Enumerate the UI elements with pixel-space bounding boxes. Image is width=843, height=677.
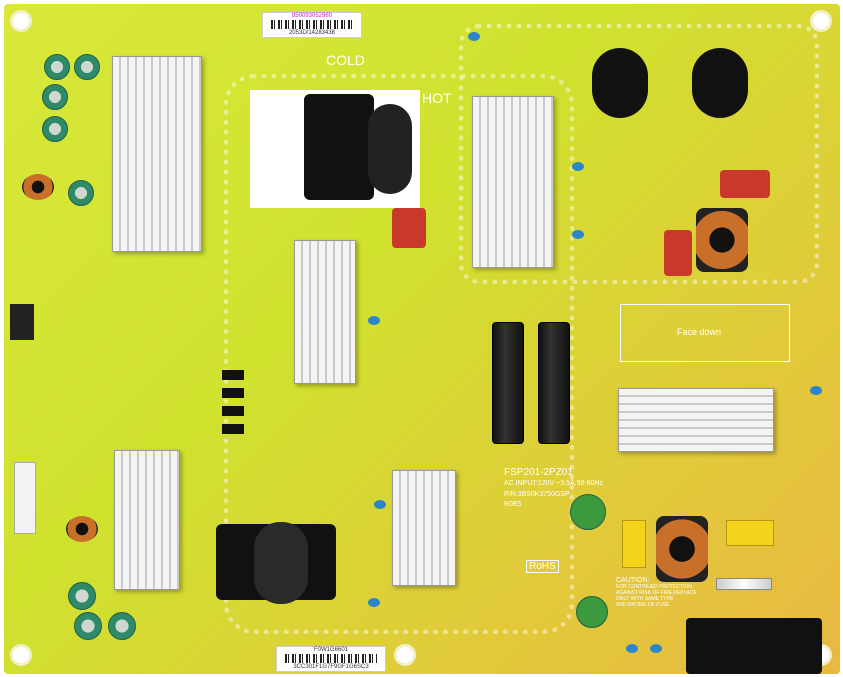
caution-line: AGAINST RISK OF FIRE,REPLACE — [616, 590, 697, 596]
thermistor — [576, 596, 608, 628]
capacitor — [74, 612, 102, 640]
inductor — [66, 516, 98, 542]
ic-chip — [222, 370, 244, 380]
label-code: F0W1G6601 — [313, 647, 349, 653]
capacitor — [68, 582, 96, 610]
transformer-winding — [368, 104, 412, 194]
pcb-board: 850093052980 2053D/14283438 F0W1G6601 3C… — [4, 4, 840, 674]
caution-title: CAUTION: — [616, 577, 650, 584]
y-capacitor — [622, 520, 646, 568]
caution-line: ONLY WITH SAME TYPE — [616, 596, 674, 602]
heatsink — [114, 450, 180, 590]
isolation-trace — [224, 74, 574, 634]
caution-line: AND RATING OF FUSE — [616, 602, 670, 608]
barcode-label-top: 850093052980 2053D/14283438 — [262, 12, 362, 38]
hot-zone-label: HOT — [422, 90, 452, 106]
model-number: FSP201-2PZ01 — [504, 467, 573, 478]
line-filter — [656, 516, 708, 582]
caution-text: CAUTION: FOR CONTINUED PROTECTION AGAINS… — [616, 577, 697, 608]
isolation-trace — [459, 24, 819, 284]
fuse — [716, 578, 772, 590]
bulk-capacitor — [538, 322, 570, 444]
mounting-hole — [810, 10, 832, 32]
header-connector[interactable] — [10, 304, 34, 340]
ceramic-capacitor — [374, 500, 386, 509]
cold-zone-label: COLD — [326, 52, 365, 68]
heatsink — [392, 470, 456, 586]
mounting-hole — [394, 644, 416, 666]
label-code: 850093052980 — [291, 13, 333, 19]
ic-chip — [222, 406, 244, 416]
ceramic-capacitor — [572, 162, 584, 171]
label-serial: 2053D/14283438 — [288, 30, 336, 36]
capacitor — [74, 54, 100, 80]
varistor — [570, 494, 606, 530]
ic-chip — [222, 424, 244, 434]
capacitor — [42, 84, 68, 110]
heatsink — [294, 240, 356, 384]
common-mode-choke — [592, 48, 648, 118]
capacitor — [42, 116, 68, 142]
part-number: P/N:3BS0K3750GSP — [504, 491, 570, 498]
mounting-hole — [10, 644, 32, 666]
barcode-label-bottom: F0W1G6601 3CC301F1G7F9GF1G6SC3 — [276, 646, 386, 672]
capacitor — [108, 612, 136, 640]
x-capacitor — [392, 208, 426, 248]
ceramic-capacitor — [368, 598, 380, 607]
label-serial: 3CC301F1G7F9GF1G6SC3 — [293, 664, 369, 670]
line-filter — [696, 208, 748, 272]
barcode — [285, 654, 377, 663]
ceramic-capacitor — [810, 386, 822, 395]
rohs-mark: RoHS — [526, 560, 559, 573]
y-capacitor — [726, 520, 774, 546]
ceramic-capacitor — [572, 230, 584, 239]
face-down-text: Face down — [677, 327, 722, 337]
ceramic-capacitor — [468, 32, 480, 41]
x-capacitor — [720, 170, 770, 198]
barcode — [271, 20, 353, 29]
capacitor — [68, 180, 94, 206]
output-connector[interactable] — [14, 462, 36, 534]
common-mode-choke — [692, 48, 748, 118]
mounting-hole — [10, 10, 32, 32]
caution-line: FOR CONTINUED PROTECTION — [616, 584, 692, 590]
capacitor — [44, 54, 70, 80]
ceramic-capacitor — [368, 316, 380, 325]
ceramic-capacitor — [626, 644, 638, 653]
transformer — [304, 94, 374, 200]
heatsink — [618, 388, 774, 452]
ac-input-connector[interactable] — [686, 618, 822, 674]
heatsink — [472, 96, 554, 268]
revision: R0E5 — [504, 501, 522, 508]
heatsink — [112, 56, 202, 252]
transformer-core — [254, 522, 308, 604]
ceramic-capacitor — [650, 644, 662, 653]
inductor — [22, 174, 54, 200]
x-capacitor — [664, 230, 692, 276]
ic-chip — [222, 388, 244, 398]
face-down-outline: Face down — [620, 304, 790, 362]
ac-input-rating: AC INPUT:120V ~3.5A,50-60Hz — [504, 480, 604, 487]
bulk-capacitor — [492, 322, 524, 444]
